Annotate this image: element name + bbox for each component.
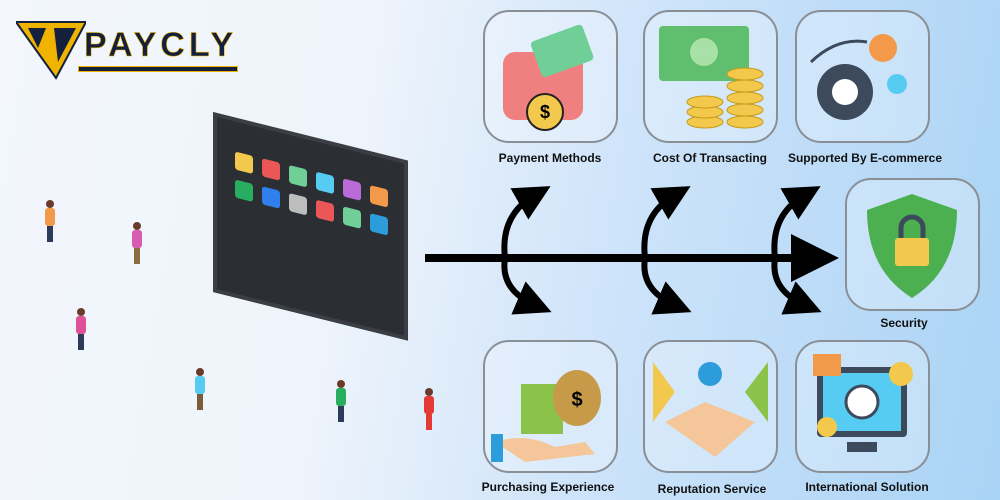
curved-arrow (771, 186, 821, 259)
hand-money-bag-icon: $ (491, 370, 601, 462)
logo-underline (78, 66, 238, 72)
person-figure (424, 388, 434, 430)
curved-arrow (501, 186, 551, 259)
handshake-icon (653, 362, 768, 457)
curved-arrow (641, 257, 692, 315)
supported-by-ecommerce-card (795, 10, 930, 143)
person-figure (45, 200, 55, 242)
person-figure (132, 222, 142, 264)
monitor-stand (290, 280, 302, 308)
curved-arrow (771, 257, 822, 315)
globe-computer-icon (813, 354, 913, 452)
payment-methods-label: Payment Methods (498, 151, 602, 165)
reputation-service-label: Reputation Service (657, 482, 767, 496)
cost-of-transacting-label: Cost Of Transacting (652, 151, 768, 165)
purchasing-experience-label: Purchasing Experience (481, 480, 615, 494)
purchasing-experience-card: $ (483, 340, 618, 473)
security-card (845, 178, 980, 311)
logo-text: PAYCLY (84, 26, 238, 65)
svg-text:$: $ (540, 102, 550, 122)
international-solution-card (795, 340, 930, 473)
logo-emblem-icon (16, 21, 86, 80)
shield-lock-icon (867, 194, 957, 298)
curved-arrow (501, 257, 552, 315)
person-figure (76, 308, 86, 350)
paycly-logo: PAYCLY (16, 18, 238, 80)
curved-arrow (641, 186, 691, 259)
security-label: Security (880, 316, 928, 330)
money-coins-icon (659, 26, 764, 129)
cost-of-transacting-card (643, 10, 778, 143)
person-figure (336, 380, 346, 422)
reputation-service-card (643, 340, 778, 473)
svg-text:$: $ (571, 389, 582, 411)
payment-methods-card: $ (483, 10, 618, 143)
person-figure (195, 368, 205, 410)
supported-by-ecommerce-label: Supported By E-commerce (787, 151, 943, 165)
international-solution-label: International Solution (805, 480, 929, 494)
wallet-icon: $ (503, 24, 594, 131)
gears-icon (809, 34, 907, 120)
